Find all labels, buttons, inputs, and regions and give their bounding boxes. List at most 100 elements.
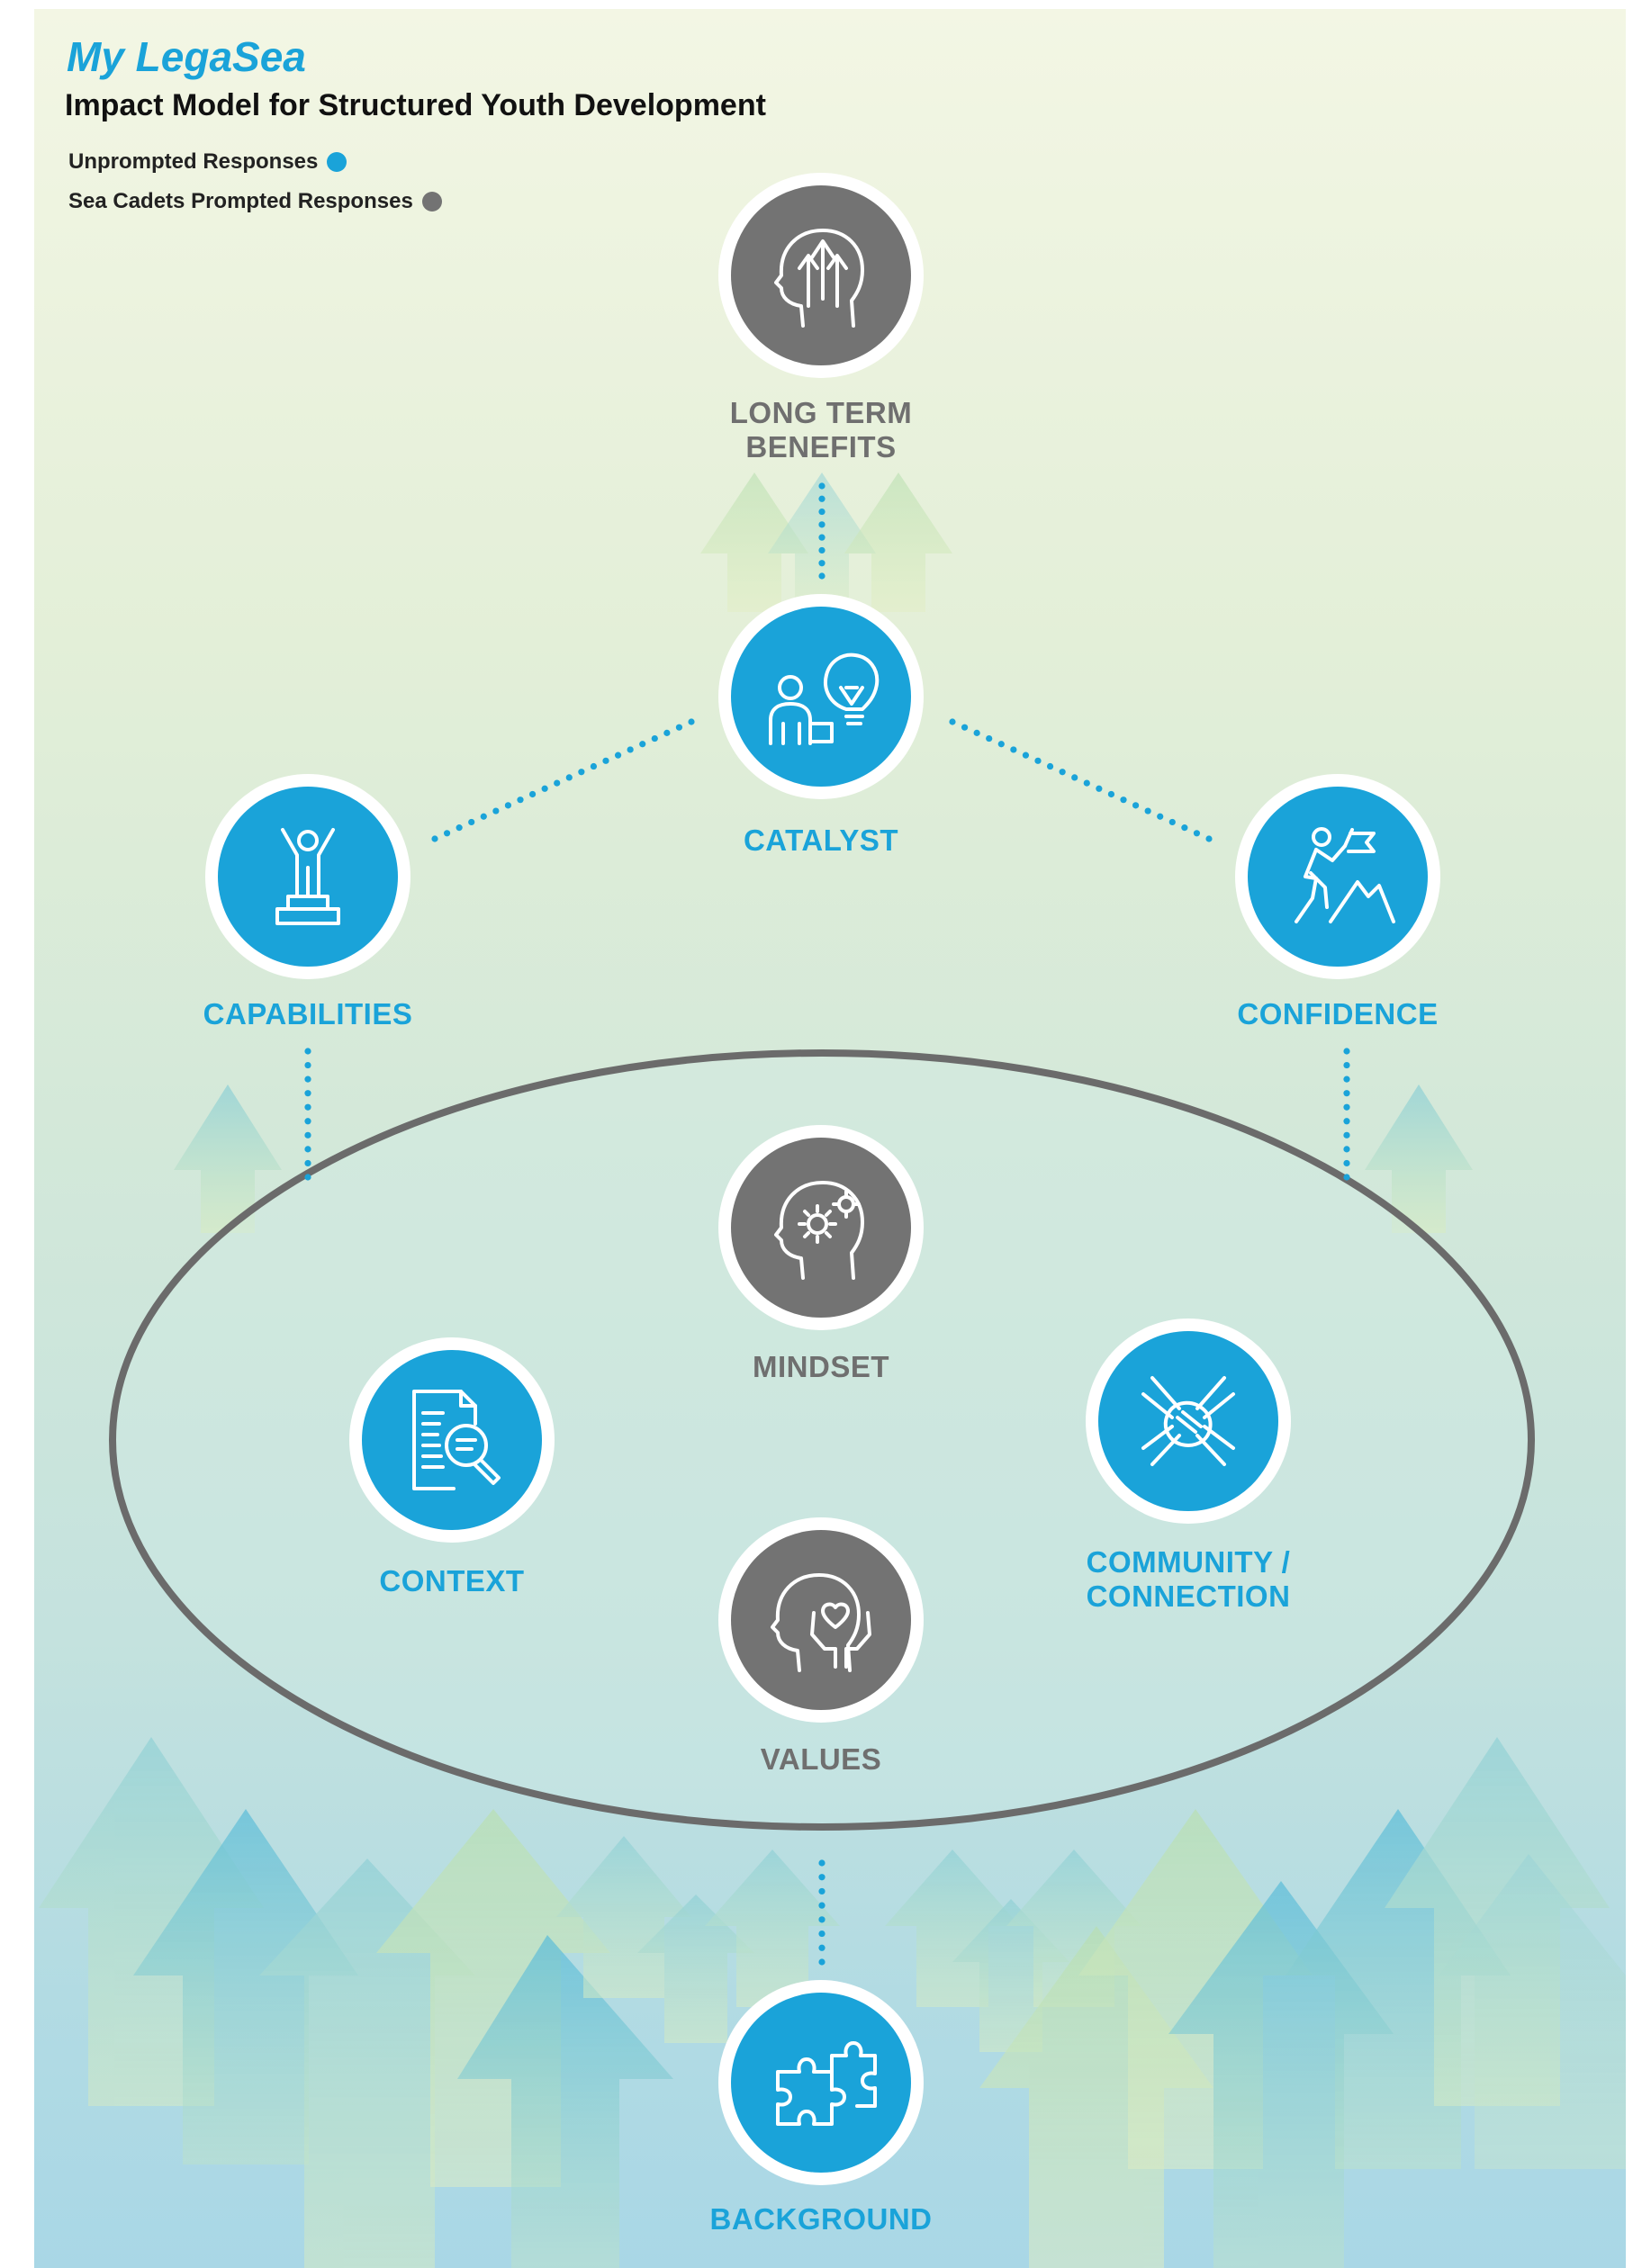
connector-dot [1059,769,1066,776]
connector-dot [304,1146,311,1153]
connector-dot [1343,1118,1350,1125]
connector-dot [614,752,622,759]
diagram-title: My LegaSea [67,33,306,80]
label-capabilities: CAPABILITIES [203,997,413,1030]
connector-dot [1022,752,1030,759]
connector-dot [818,1944,826,1951]
label-values: VALUES [760,1742,882,1776]
label-long-term-benefits: LONG TERM BENEFITS [729,396,913,464]
node-long-term-benefits [718,173,924,378]
left-side-arrow-decoration [174,1084,282,1233]
head-heart-hands-icon [771,1573,871,1672]
connector-dot [818,521,826,528]
connector-dot [818,508,826,516]
connector-core-background [818,1859,826,1966]
connector-dot [1132,802,1140,809]
connector-dot [1343,1090,1350,1097]
connector-dot [1071,774,1078,781]
connector-dot [961,724,969,731]
connector-dot [541,785,548,792]
connector-dot [818,560,826,567]
connector-dot [304,1076,311,1083]
node-capabilities [205,774,410,979]
connector-dot [1096,785,1103,792]
connector-dot [304,1048,311,1055]
legend-item-unprompted: Unprompted Responses [68,149,347,175]
diagram-subtitle: Impact Model for Structured Youth Develo… [65,88,766,122]
connector-dot [1168,818,1176,826]
connector-capabilities-core [304,1048,311,1181]
node-catalyst [718,594,924,799]
connector-dot [651,734,658,742]
connector-dot [818,546,826,554]
connector-ltb-catalyst [818,482,826,580]
connector-dot [1193,830,1201,837]
connector-dot [818,482,826,490]
connector-dot [1046,762,1054,770]
node-background [718,1980,924,2185]
connector-dot [304,1131,311,1138]
connector-dot [818,1902,826,1909]
connector-dot [492,807,500,814]
node-confidence [1235,774,1440,979]
label-mindset: MINDSET [753,1350,889,1383]
node-community-connection [1086,1318,1291,1524]
person-podium-icon [275,828,340,925]
legend-label-prompted: Sea Cadets Prompted Responses [68,189,413,213]
connector-dot [1083,779,1090,787]
connector-catalyst-capabilities [431,718,695,842]
label-catalyst: CATALYST [743,824,899,857]
connector-confidence-core [1343,1048,1350,1181]
connector-dot [986,734,993,742]
connector-dot [304,1103,311,1111]
connector-dot [818,534,826,541]
person-lightbulb-icon [769,652,880,745]
connector-dot [554,779,561,787]
connector-dot [688,718,695,725]
connector-dot [675,724,683,731]
connector-dot [818,1859,826,1867]
connector-dot [578,769,585,776]
node-mindset [718,1125,924,1330]
connector-dot [973,729,980,736]
connector-dot [818,1874,826,1881]
connector-dot [818,495,826,502]
connector-dot [504,802,512,809]
head-gears-icon [774,1181,864,1280]
connector-dot [1343,1131,1350,1138]
connector-dot [1343,1061,1350,1069]
bottom-arrows-decoration [39,1737,1626,2268]
stacked-hands-icon [1141,1376,1235,1466]
connector-dot [468,818,475,826]
connector-dot [1010,746,1017,753]
background-decoration [39,472,1626,2268]
head-arrows-up-icon [774,229,864,328]
connector-dot [818,1916,826,1923]
connector-dot [517,796,524,804]
connector-dot [1034,757,1042,764]
legend-label-unprompted: Unprompted Responses [68,149,319,174]
label-community-connection: COMMUNITY / CONNECTION [1086,1545,1291,1613]
puzzle-icon [776,2041,877,2126]
node-context [349,1337,555,1543]
connector-dot [602,757,609,764]
label-context: CONTEXT [379,1564,525,1598]
document-magnifier-icon [412,1390,501,1490]
connector-dot [1343,1146,1350,1153]
diagram-canvas: My LegaSea Impact Model for Structured Y… [34,9,1626,2268]
connector-dot [456,824,463,832]
connector-dot [480,813,487,820]
connector-dot [997,741,1005,748]
connector-dot [1343,1174,1350,1181]
legend-dot-blue [327,152,347,172]
connector-dot [663,729,671,736]
connector-dot [443,830,451,837]
connector-dot [1343,1103,1350,1111]
connector-dot [565,774,573,781]
connector-dot [1157,813,1164,820]
legend-item-prompted: Sea Cadets Prompted Responses [68,189,442,214]
top-arrows-decoration [700,472,952,612]
connector-dot [818,572,826,580]
connector-dot [528,790,537,798]
connector-dot [1144,807,1151,814]
